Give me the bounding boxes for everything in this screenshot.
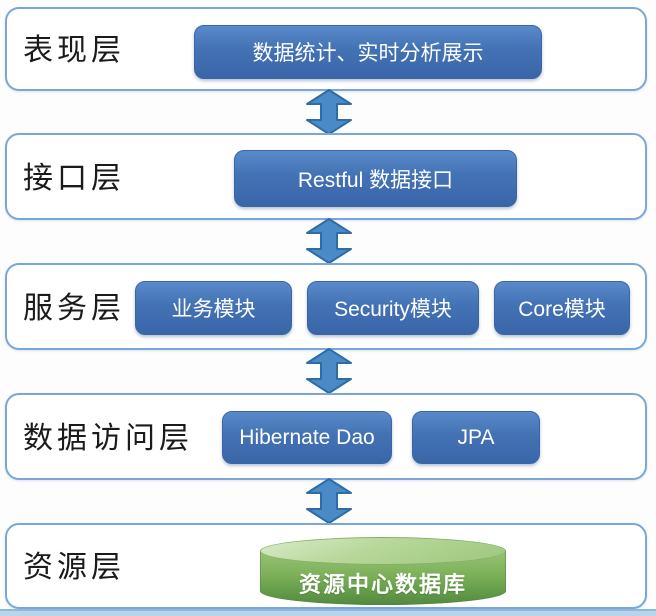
box-restful-api-label: Restful 数据接口 bbox=[297, 168, 454, 192]
double-arrow-icon bbox=[306, 348, 352, 394]
database-label: 资源中心数据库 bbox=[298, 572, 467, 597]
box-data-statistics-display-label: 数据统计、实时分析展示 bbox=[252, 42, 484, 65]
layer-data-access: 数据访问层 Hibernate Dao JPA bbox=[5, 393, 647, 480]
box-core-module-label: Core模块 bbox=[518, 298, 606, 321]
box-hibernate-dao-label: Hibernate Dao bbox=[239, 425, 375, 449]
bottom-edge-strip bbox=[0, 609, 656, 616]
box-business-module-label: 业务模块 bbox=[171, 298, 256, 321]
database-cylinder-icon: 资源中心数据库 bbox=[260, 537, 506, 605]
box-hibernate-dao: Hibernate Dao bbox=[222, 411, 392, 464]
layer-interface: 接口层 Restful 数据接口 bbox=[5, 133, 647, 220]
box-business-module: 业务模块 bbox=[135, 281, 292, 335]
layer-data-access-label: 数据访问层 bbox=[23, 421, 193, 455]
double-arrow-icon bbox=[306, 478, 352, 524]
box-jpa: JPA bbox=[412, 411, 540, 464]
double-arrow-icon bbox=[306, 89, 352, 135]
double-arrow-icon bbox=[306, 218, 352, 264]
layer-resource: 资源层 资源中心数据库 bbox=[5, 523, 647, 609]
layer-presentation-label: 表现层 bbox=[23, 34, 125, 68]
box-core-module: Core模块 bbox=[494, 281, 630, 335]
layer-resource-label: 资源层 bbox=[23, 551, 125, 585]
box-security-module: Security模块 bbox=[307, 281, 479, 335]
box-data-statistics-display: 数据统计、实时分析展示 bbox=[194, 25, 542, 79]
box-restful-api: Restful 数据接口 bbox=[234, 150, 517, 207]
box-jpa-label: JPA bbox=[457, 425, 495, 449]
box-security-module-label: Security模块 bbox=[334, 298, 452, 321]
database-cylinder-top bbox=[260, 537, 506, 565]
layer-service-label: 服务层 bbox=[23, 291, 125, 325]
layer-service: 服务层 业务模块 Security模块 Core模块 bbox=[5, 263, 647, 350]
layer-interface-label: 接口层 bbox=[23, 161, 125, 195]
layer-presentation: 表现层 数据统计、实时分析展示 bbox=[5, 7, 647, 91]
